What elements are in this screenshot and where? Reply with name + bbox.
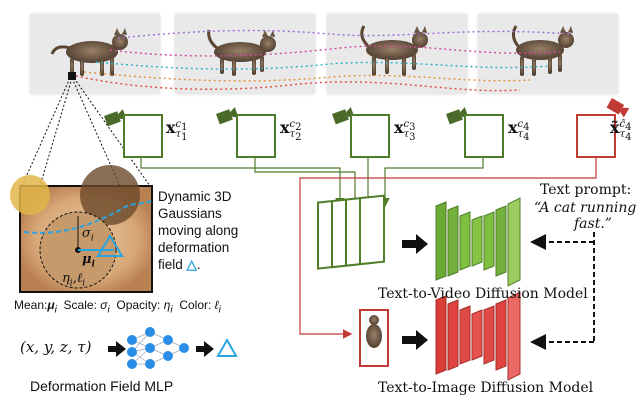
mlp-nodes bbox=[127, 327, 189, 369]
camera-label-4: xc4τ4 bbox=[508, 118, 530, 144]
camera-icons bbox=[104, 98, 630, 127]
green-connectors bbox=[140, 158, 484, 208]
sigma-label: σi bbox=[82, 226, 94, 244]
image-model-label: Text-to-Image Diffusion Model bbox=[378, 380, 594, 396]
video-frame-stack bbox=[317, 194, 385, 270]
camera-icon-red bbox=[606, 98, 630, 118]
image-model-layers bbox=[435, 291, 521, 381]
camera-label-1: xc1τ1 bbox=[166, 118, 188, 144]
text-prompt-line-1: “A cat running bbox=[534, 200, 637, 216]
arrow-to-mlp bbox=[108, 341, 126, 357]
mu-label: μi bbox=[82, 252, 95, 270]
thumbnail-1 bbox=[123, 114, 163, 158]
legend-row: Mean:μi Scale: σi Opacity: ηi Color: ℓi bbox=[14, 298, 221, 316]
thumbnail-3 bbox=[350, 114, 390, 158]
text-prompt-line-2: fast.” bbox=[574, 216, 612, 232]
thumbnail-5 bbox=[576, 114, 616, 158]
cat-silhouettes bbox=[50, 25, 574, 76]
arrow-from-mlp bbox=[196, 341, 214, 357]
image-frame-cat bbox=[366, 315, 382, 348]
zoom-lines bbox=[21, 77, 151, 187]
eta-ell-label: ηi,ℓi bbox=[62, 271, 86, 289]
thumbnail-4 bbox=[464, 114, 504, 158]
mlp-network bbox=[131, 331, 185, 365]
delta-icon bbox=[216, 337, 238, 357]
zoom-point bbox=[68, 72, 76, 80]
red-connector bbox=[299, 158, 597, 339]
cat-1 bbox=[50, 28, 128, 76]
cat-3 bbox=[360, 25, 428, 76]
motion-trajectories bbox=[75, 29, 571, 92]
video-model-label: Text-to-Video Diffusion Model bbox=[378, 286, 588, 302]
camera-label-5: x̃c̃4τ4 bbox=[610, 118, 632, 144]
mlp-label: Deformation Field MLP bbox=[30, 378, 174, 394]
mlp-input: (x, y, z, τ) bbox=[20, 338, 92, 356]
camera-label-3: xc3τ3 bbox=[394, 118, 416, 144]
gaussian-description: Dynamic 3D Gaussians moving along deform… bbox=[158, 189, 239, 272]
cat-4 bbox=[511, 25, 574, 76]
gaussian-zoom-box bbox=[10, 165, 153, 293]
arrow-to-video-model bbox=[402, 234, 428, 254]
cat-2 bbox=[207, 29, 276, 76]
prompt-arrows bbox=[530, 232, 595, 350]
thumbnail-2 bbox=[236, 114, 276, 158]
video-model-layers bbox=[435, 197, 521, 287]
camera-label-2: xc2τ2 bbox=[280, 118, 302, 144]
text-prompt-label: Text prompt: bbox=[540, 182, 632, 198]
arrow-to-image-model bbox=[402, 330, 428, 350]
